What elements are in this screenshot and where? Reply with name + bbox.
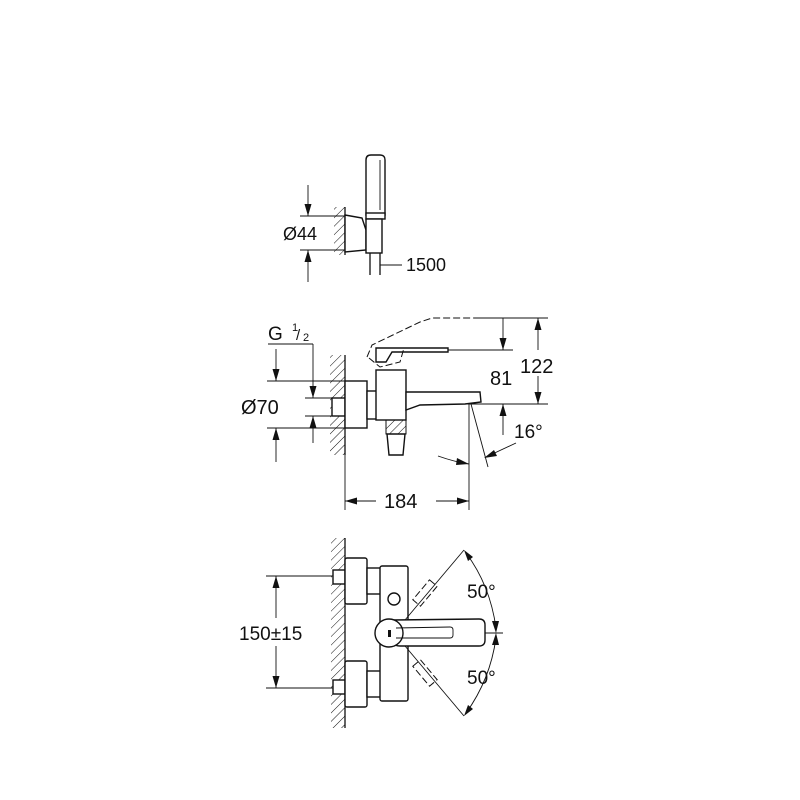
fraction-slash: /: [296, 327, 301, 344]
mixer-body: [375, 369, 407, 421]
lever-height-label: 122: [520, 356, 553, 378]
thread-label: G: [268, 324, 283, 345]
connector: [331, 397, 346, 417]
upper-connector: [332, 569, 346, 585]
flange-diameter-label: Ø70: [241, 397, 279, 419]
thread-fraction-denominator: 2: [303, 332, 309, 344]
center-distance-label: 150±15: [239, 624, 302, 645]
lever: [375, 347, 449, 363]
hand-shower-view: 1500 Ø44: [283, 154, 446, 282]
diverter-knob: [385, 419, 407, 435]
mixer-side-view: 81 122 16° 184 Ø70 G 1 / 2: [241, 317, 553, 513]
diameter-label: Ø44: [283, 224, 317, 244]
lower-angle-label: 50°: [467, 668, 496, 689]
wall-hatch: [334, 207, 345, 255]
hose-length-label: 1500: [406, 255, 446, 275]
spout: [405, 391, 482, 411]
projection-label: 184: [384, 491, 417, 513]
spout-height-label: 81: [490, 368, 512, 390]
thread-fraction-numerator: 1: [292, 322, 298, 334]
diverter-icon: [387, 592, 401, 606]
lower-connector: [332, 679, 346, 695]
hand-shower-head: [365, 154, 386, 216]
angle-label: 16°: [514, 422, 543, 443]
mixer-front-view: 50° 50° 150±15: [239, 538, 503, 728]
wall-holder: [344, 214, 367, 253]
upper-angle-label: 50°: [467, 582, 496, 603]
flange: [344, 380, 368, 429]
wall-hatch: [331, 538, 345, 728]
